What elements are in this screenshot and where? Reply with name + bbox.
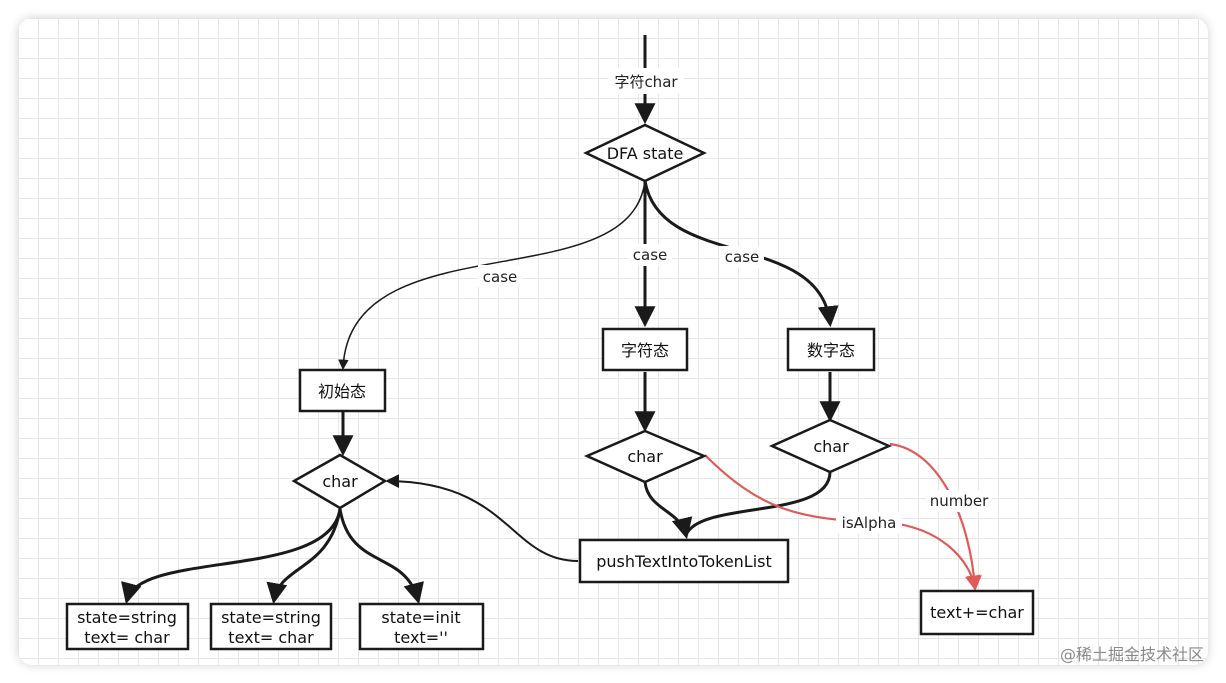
edge-labels: 字符char case case case isAlpha number bbox=[478, 68, 992, 534]
leaf1-line2: text= char bbox=[84, 628, 170, 647]
text-append-node bbox=[919, 589, 1035, 636]
push-text-node bbox=[578, 538, 790, 584]
leaf3-line1: state=init bbox=[381, 608, 460, 627]
text-append-label: text+=char bbox=[930, 603, 1024, 622]
edge-char-to-leaf3 bbox=[338, 508, 424, 605]
dfa-state-label: DFA state bbox=[607, 144, 684, 163]
initial-state-label: 初始态 bbox=[318, 382, 366, 401]
char-right-label: char bbox=[813, 437, 849, 456]
push-text-label: pushTextIntoTokenList bbox=[596, 552, 772, 571]
leaf1-line1: state=string bbox=[77, 608, 177, 627]
edge-case-left bbox=[338, 180, 646, 371]
dfa-state-node bbox=[583, 123, 707, 183]
watermark: @稀土掘金技术社区 bbox=[1060, 645, 1204, 664]
leaf-node-2 bbox=[209, 602, 333, 651]
leaf2-line2: text= char bbox=[228, 628, 314, 647]
edge-midchar-to-push bbox=[643, 481, 693, 540]
char-state-label: 字符态 bbox=[621, 341, 669, 360]
initial-state-node bbox=[298, 368, 387, 413]
char-left-label: char bbox=[322, 472, 358, 491]
leaf-node-1 bbox=[65, 602, 190, 651]
number-state-label: 数字态 bbox=[807, 341, 855, 360]
edge-number bbox=[889, 442, 982, 592]
edge-rightchar-to-push bbox=[684, 471, 832, 536]
edge-label-case-left: case bbox=[483, 268, 517, 286]
edge-char-to-leaf2 bbox=[266, 508, 342, 605]
edge-label-isalpha: isAlpha bbox=[842, 514, 897, 532]
edge-char-to-leaf1 bbox=[121, 508, 342, 605]
edge-label-input: 字符char bbox=[614, 73, 678, 91]
leaf2-line1: state=string bbox=[221, 608, 321, 627]
edge-label-case-right: case bbox=[725, 248, 759, 266]
edges bbox=[121, 35, 841, 605]
char-middle-label: char bbox=[627, 447, 663, 466]
edge-label-number: number bbox=[930, 492, 989, 510]
char-middle-node bbox=[583, 429, 708, 484]
char-state-node bbox=[601, 327, 689, 372]
node-labels: DFA state 初始态 字符态 数字态 char char char pus… bbox=[77, 144, 1024, 647]
leaf-node-3 bbox=[358, 602, 485, 651]
nodes bbox=[65, 123, 1035, 651]
leaf3-line2: text='' bbox=[394, 628, 448, 647]
char-right-node bbox=[768, 418, 893, 474]
edge-push-to-char bbox=[385, 474, 579, 562]
char-left-node bbox=[291, 453, 388, 510]
edge-label-case-middle: case bbox=[633, 246, 667, 264]
number-state-node bbox=[786, 327, 876, 372]
